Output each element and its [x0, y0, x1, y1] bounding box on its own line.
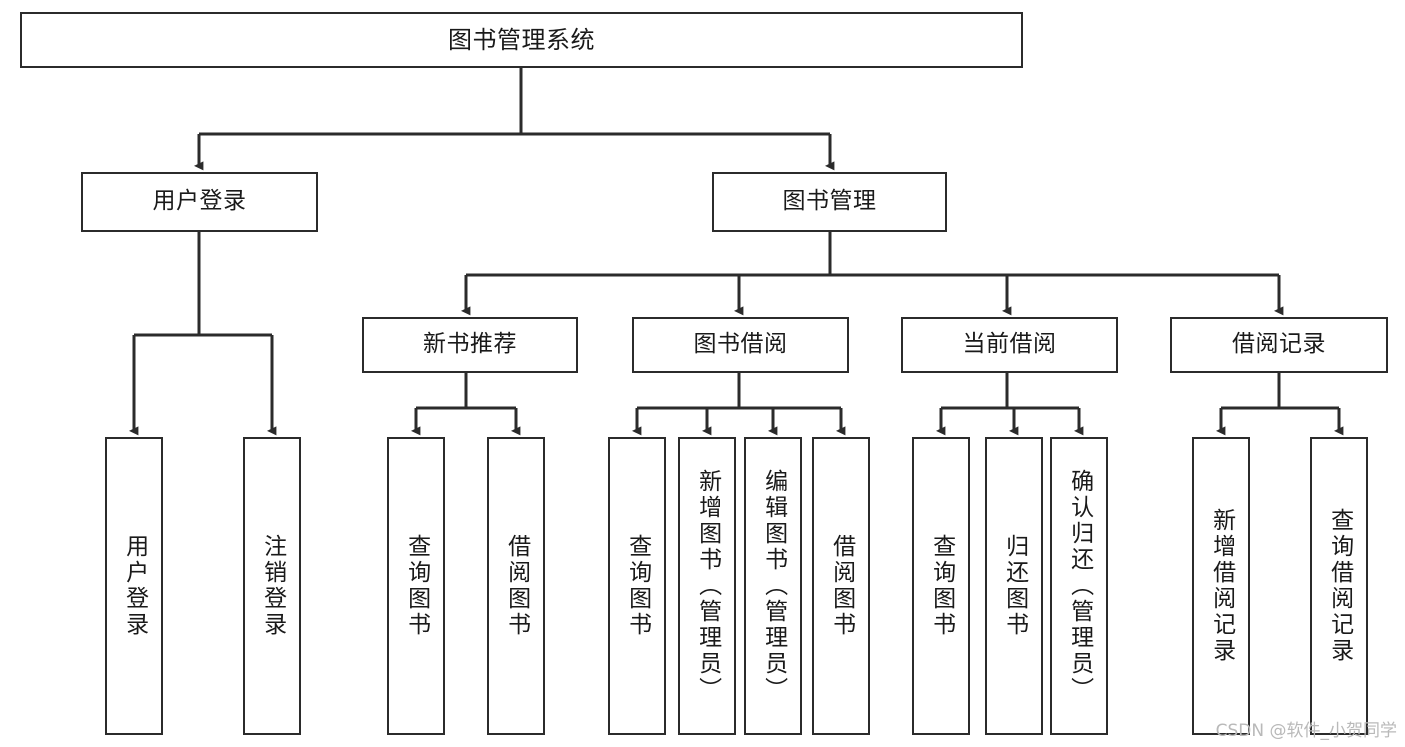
- leaf-label: 借阅图书: [828, 534, 855, 638]
- node-book-borrow[interactable]: 图书借阅: [632, 317, 849, 373]
- leaf-user-login-logout[interactable]: 注销登录: [243, 437, 301, 735]
- node-new-book-recommend[interactable]: 新书推荐: [362, 317, 578, 373]
- leaf-borrow-edit-book-admin[interactable]: 编辑图书（管理员）: [744, 437, 802, 735]
- csdn-watermark: CSDN @软件_小贺同学: [1215, 721, 1397, 741]
- leaf-label: 查询借阅记录: [1326, 508, 1353, 664]
- leaf-label: 注销登录: [259, 534, 286, 638]
- node-root-label: 图书管理系统: [448, 25, 595, 54]
- node-current-borrow[interactable]: 当前借阅: [901, 317, 1118, 373]
- leaf-current-return[interactable]: 归还图书: [985, 437, 1043, 735]
- leaf-label: 查询图书: [403, 534, 430, 638]
- node-root[interactable]: 图书管理系统: [20, 12, 1023, 68]
- leaf-borrow-query[interactable]: 查询图书: [608, 437, 666, 735]
- leaf-label: 编辑图书（管理员）: [760, 469, 787, 703]
- leaf-label: 用户登录: [121, 534, 148, 638]
- node-book-management[interactable]: 图书管理: [712, 172, 947, 232]
- leaf-record-query[interactable]: 查询借阅记录: [1310, 437, 1368, 735]
- leaf-label: 查询图书: [624, 534, 651, 638]
- node-user-login-label: 用户登录: [152, 188, 247, 215]
- node-current-borrow-label: 当前借阅: [962, 331, 1057, 358]
- node-borrow-record[interactable]: 借阅记录: [1170, 317, 1388, 373]
- node-borrow-record-label: 借阅记录: [1232, 331, 1326, 358]
- node-user-login[interactable]: 用户登录: [81, 172, 318, 232]
- leaf-borrow-borrow-book[interactable]: 借阅图书: [812, 437, 870, 735]
- node-new-book-recommend-label: 新书推荐: [423, 331, 517, 358]
- leaf-label: 确认归还（管理员）: [1066, 469, 1093, 703]
- leaf-new-book-query[interactable]: 查询图书: [387, 437, 445, 735]
- node-book-management-label: 图书管理: [782, 188, 877, 215]
- leaf-label: 查询图书: [928, 534, 955, 638]
- leaf-label: 借阅图书: [503, 534, 530, 638]
- leaf-record-add[interactable]: 新增借阅记录: [1192, 437, 1250, 735]
- leaf-label: 新增图书（管理员）: [694, 469, 721, 703]
- leaf-user-login-login[interactable]: 用户登录: [105, 437, 163, 735]
- leaf-label: 归还图书: [1001, 534, 1028, 638]
- leaf-new-book-borrow[interactable]: 借阅图书: [487, 437, 545, 735]
- leaf-label: 新增借阅记录: [1208, 508, 1235, 664]
- leaf-current-confirm-return-admin[interactable]: 确认归还（管理员）: [1050, 437, 1108, 735]
- leaf-current-query[interactable]: 查询图书: [912, 437, 970, 735]
- node-book-borrow-label: 图书借阅: [693, 331, 788, 358]
- leaf-borrow-add-book-admin[interactable]: 新增图书（管理员）: [678, 437, 736, 735]
